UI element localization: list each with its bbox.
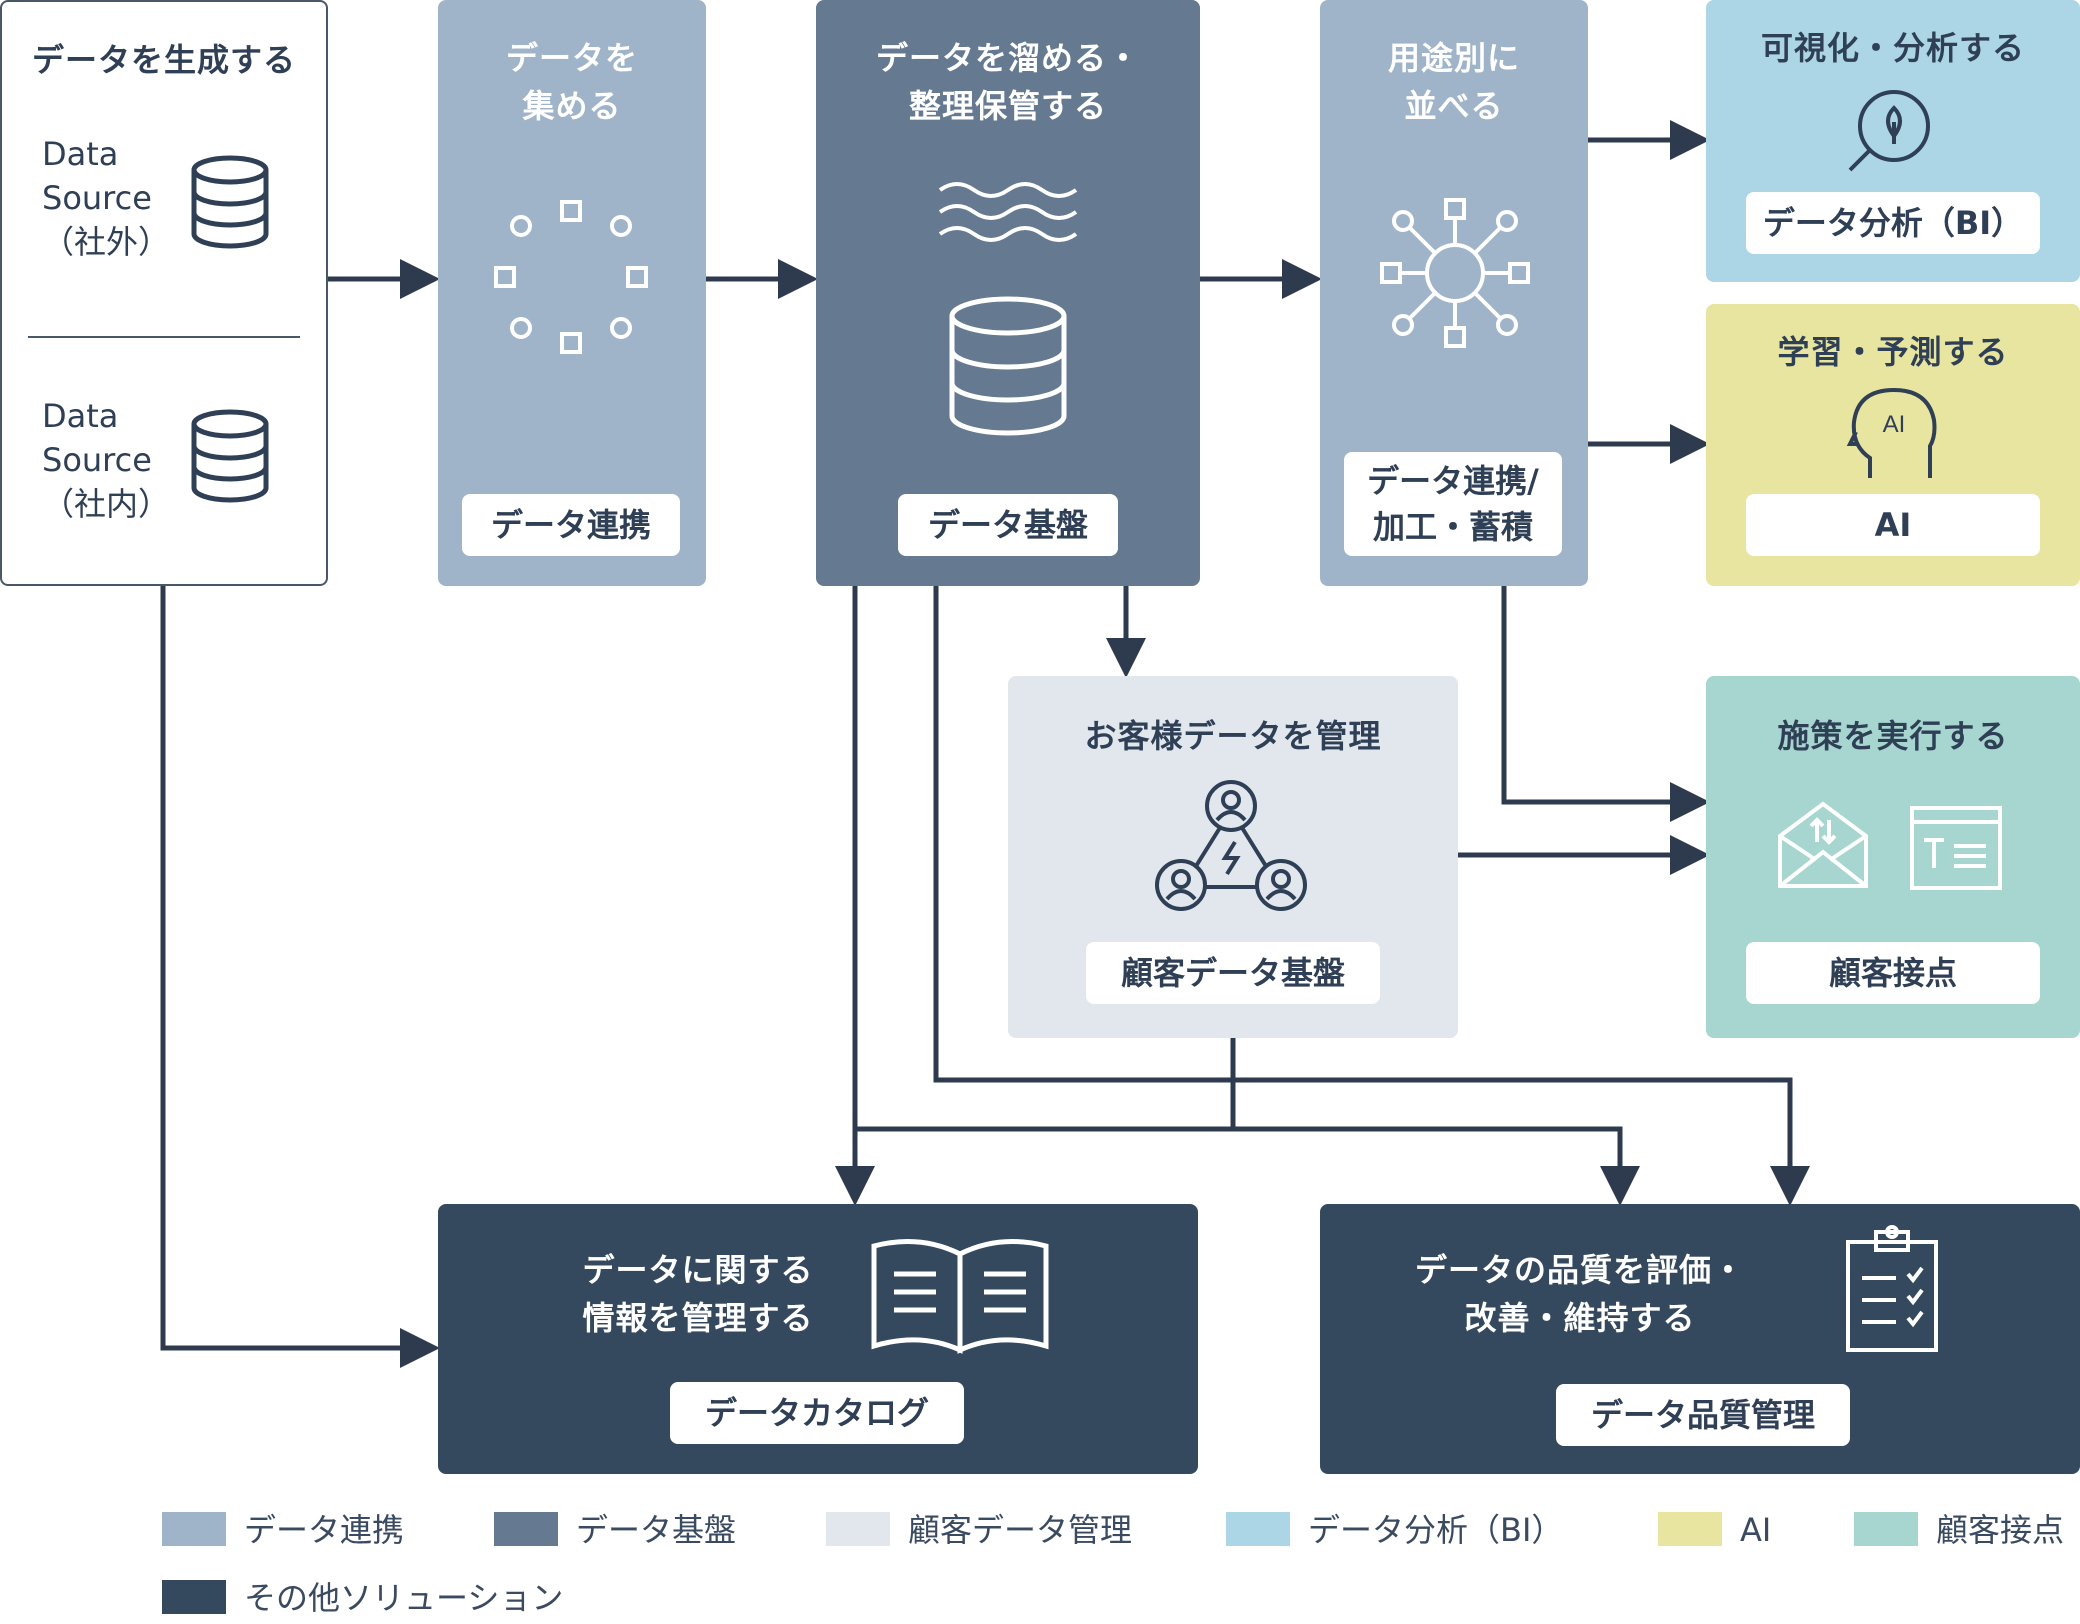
arrange-label-line2: 加工・蓄積: [1372, 508, 1533, 546]
predict-box: 学習・予測する AI AI: [1706, 304, 2080, 586]
catalog-title-line2: 情報を管理する: [582, 1299, 814, 1337]
customer-network-icon: [1155, 780, 1307, 911]
mail-icon: [1778, 801, 1868, 888]
arrange-title-line1: 用途別に: [1387, 39, 1520, 77]
arrange-title: 用途別に 並べる: [1320, 34, 1588, 130]
quality-title-line1: データの品質を評価・: [1414, 1251, 1745, 1289]
source-divider: [28, 336, 300, 338]
arrow-arrange-to-touchpoint: [1501, 586, 1710, 822]
clipboard-checklist-icon: [1846, 1225, 1938, 1352]
catalog-label: データカタログ: [670, 1382, 964, 1444]
catalog-title: データに関する 情報を管理する: [438, 1246, 958, 1342]
source-box: データを生成する Data Source （社外） Data Source （社…: [0, 0, 328, 586]
store-title-line2: 整理保管する: [908, 87, 1107, 125]
legend-label-data-platform: データ基盤: [576, 1511, 737, 1549]
legend-swatch-other: [162, 1580, 226, 1614]
collect-title-line2: 集める: [522, 87, 622, 125]
arrange-label-line1: データ連携/: [1367, 462, 1539, 500]
legend-swatch-data-platform: [494, 1512, 558, 1546]
arrange-label: データ連携/ 加工・蓄積: [1344, 452, 1562, 556]
source-title: データを生成する: [31, 41, 296, 79]
webpage-text-icon: [1910, 806, 2002, 890]
catalog-title-line1: データに関する: [582, 1251, 814, 1289]
execute-label: 顧客接点: [1746, 942, 2040, 1004]
ai-head-icon-text: AI: [1883, 411, 1906, 438]
legend-swatch-bi: [1226, 1512, 1290, 1546]
source-internal-line3: （社内）: [42, 485, 171, 523]
collect-box: データを 集める データ連携: [438, 0, 706, 586]
source-internal-line1: Data: [42, 397, 119, 435]
visualize-title: 可視化・分析する: [1760, 29, 2025, 67]
arrange-box: 用途別に 並べる データ連携/ 加工・蓄積: [1320, 0, 1588, 586]
source-external: Data Source （社外）: [42, 132, 170, 264]
customer-title: お客様データを管理: [1084, 717, 1382, 755]
legend-swatch-data-integration: [162, 1512, 226, 1546]
legend-label-customer-data: 顧客データ管理: [908, 1511, 1133, 1549]
store-title: データを溜める・ 整理保管する: [816, 34, 1200, 130]
source-internal: Data Source （社内）: [42, 394, 170, 526]
collect-label: データ連携: [462, 494, 680, 556]
legend-label-other: その他ソリューション: [244, 1579, 564, 1617]
source-internal-line2: Source: [42, 441, 152, 479]
arrange-title-line2: 並べる: [1404, 87, 1504, 125]
database-icon: [191, 155, 269, 249]
ai-head-icon: AI: [1846, 387, 1937, 478]
quality-box: データの品質を評価・ 改善・維持する データ品質管理: [1320, 1204, 2080, 1474]
database-icon: [949, 296, 1067, 436]
legend-swatch-customer-touchpoint: [1854, 1512, 1918, 1546]
customer-box: お客様データを管理 顧客データ基盤: [1008, 676, 1458, 1038]
legend-swatch-customer-data: [826, 1512, 890, 1546]
store-label: データ基盤: [898, 494, 1118, 556]
legend-label-bi: データ分析（BI）: [1308, 1511, 1564, 1549]
database-icon: [191, 409, 269, 503]
legend-label-ai: AI: [1740, 1511, 1772, 1549]
arrow-store-to-quality: [933, 586, 1810, 1206]
source-external-line3: （社外）: [42, 223, 171, 261]
catalog-box: データに関する 情報を管理する データカタログ: [438, 1204, 1198, 1474]
quality-label: データ品質管理: [1556, 1384, 1850, 1446]
store-box: データを溜める・ 整理保管する データ基盤: [816, 0, 1200, 586]
quality-title: データの品質を評価・ 改善・維持する: [1320, 1246, 1840, 1342]
source-external-line2: Source: [42, 179, 152, 217]
collect-title-line1: データを: [505, 39, 638, 77]
predict-label: AI: [1746, 494, 2040, 556]
legend-label-data-integration: データ連携: [244, 1511, 405, 1549]
scatter-collect-icon: [494, 200, 648, 354]
customer-label: 顧客データ基盤: [1086, 942, 1380, 1004]
open-book-icon: [871, 1239, 1049, 1354]
magnifier-leaf-icon: [1848, 90, 1930, 172]
network-hub-icon: [1380, 198, 1530, 348]
execute-box: 施策を実行する 顧客接点: [1706, 676, 2080, 1038]
waves-icon: [938, 182, 1078, 242]
legend-swatch-ai: [1658, 1512, 1722, 1546]
execute-title: 施策を実行する: [1777, 717, 2009, 755]
arrow-source-to-catalog: [160, 586, 440, 1368]
source-external-line1: Data: [42, 135, 119, 173]
visualize-box: 可視化・分析する データ分析（BI）: [1706, 0, 2080, 282]
quality-title-line2: 改善・維持する: [1464, 1299, 1696, 1337]
collect-title: データを 集める: [438, 34, 706, 130]
visualize-label: データ分析（BI）: [1746, 192, 2040, 254]
arrow-customer-to-quality: [1230, 1038, 1640, 1206]
predict-title: 学習・予測する: [1777, 333, 2009, 371]
store-title-line1: データを溜める・: [875, 39, 1140, 77]
legend-label-customer-touchpoint: 顧客接点: [1936, 1511, 2065, 1549]
